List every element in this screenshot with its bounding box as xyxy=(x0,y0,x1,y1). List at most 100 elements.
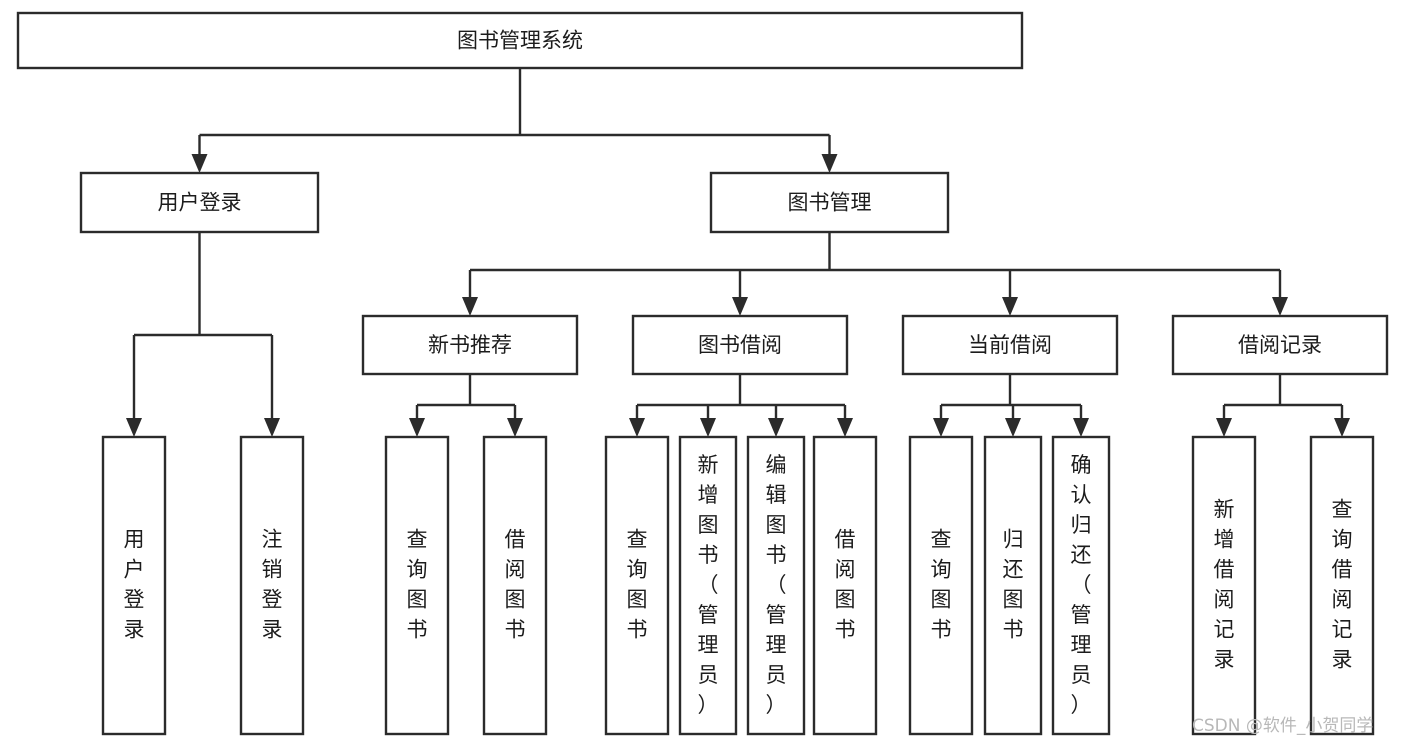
svg-text:书: 书 xyxy=(1003,618,1024,642)
nodes-layer: 图书管理系统用户登录图书管理新书推荐图书借阅当前借阅借阅记录用户登录注销登录查询… xyxy=(16,11,1389,736)
node-box-book-borrow xyxy=(631,314,849,376)
svg-text:询: 询 xyxy=(1332,528,1353,552)
svg-text:归: 归 xyxy=(1003,528,1024,552)
node-box-new-book-rec xyxy=(361,314,579,376)
svg-text:编: 编 xyxy=(766,453,787,477)
arrow-head xyxy=(700,418,716,437)
node-box-leaf-add-book xyxy=(678,435,738,736)
node-root[interactable]: 图书管理系统 xyxy=(16,11,1024,70)
node-label-book-manage: 图书管理 xyxy=(788,191,872,215)
svg-text:记: 记 xyxy=(1332,618,1353,642)
svg-text:借: 借 xyxy=(505,528,526,552)
svg-text:查: 查 xyxy=(931,528,952,552)
node-box-leaf-query-book-2 xyxy=(604,435,670,736)
arrow-head xyxy=(933,418,949,437)
svg-text:图: 图 xyxy=(505,588,526,612)
svg-text:注: 注 xyxy=(262,528,283,552)
node-user-login[interactable]: 用户登录 xyxy=(79,171,320,234)
svg-text:查: 查 xyxy=(407,528,428,552)
svg-text:员: 员 xyxy=(766,663,787,687)
svg-text:询: 询 xyxy=(407,558,428,582)
node-box-leaf-query-record xyxy=(1309,435,1375,736)
node-box-leaf-borrow-book-2 xyxy=(812,435,878,736)
node-label-borrow-record: 借阅记录 xyxy=(1238,333,1322,357)
svg-text:增: 增 xyxy=(698,483,719,507)
node-box-leaf-borrow-book-1 xyxy=(482,435,548,736)
arrow-head xyxy=(1005,418,1021,437)
node-book-manage[interactable]: 图书管理 xyxy=(709,171,950,234)
node-box-leaf-query-book-1 xyxy=(384,435,450,736)
svg-text:书: 书 xyxy=(766,543,787,567)
svg-text:录: 录 xyxy=(1214,648,1235,672)
svg-text:）: ） xyxy=(698,693,719,717)
arrow-head xyxy=(732,297,748,316)
svg-text:登: 登 xyxy=(124,588,145,612)
svg-text:还: 还 xyxy=(1071,543,1092,567)
svg-text:录: 录 xyxy=(262,618,283,642)
csdn-watermark: CSDN @软件_小贺同学 xyxy=(1192,716,1373,736)
node-label-current-borrow: 当前借阅 xyxy=(968,333,1052,357)
svg-text:管: 管 xyxy=(766,603,787,627)
svg-text:登: 登 xyxy=(262,588,283,612)
node-label-new-book-rec: 新书推荐 xyxy=(428,333,512,357)
node-current-borrow[interactable]: 当前借阅 xyxy=(901,314,1119,376)
svg-text:书: 书 xyxy=(931,618,952,642)
svg-text:借: 借 xyxy=(1332,558,1353,582)
arrow-head xyxy=(1216,418,1232,437)
svg-text:图: 图 xyxy=(698,513,719,537)
node-new-book-rec[interactable]: 新书推荐 xyxy=(361,314,579,376)
svg-text:图: 图 xyxy=(931,588,952,612)
arrow-head xyxy=(126,418,142,437)
arrow-head xyxy=(1334,418,1350,437)
svg-text:认: 认 xyxy=(1071,483,1092,507)
node-borrow-record[interactable]: 借阅记录 xyxy=(1171,314,1389,376)
node-box-current-borrow xyxy=(901,314,1119,376)
svg-text:书: 书 xyxy=(627,618,648,642)
node-label-book-borrow: 图书借阅 xyxy=(698,333,782,357)
svg-text:辑: 辑 xyxy=(766,483,787,507)
svg-text:查: 查 xyxy=(1332,498,1353,522)
arrow-head xyxy=(507,418,523,437)
svg-text:阅: 阅 xyxy=(835,558,856,582)
node-book-borrow[interactable]: 图书借阅 xyxy=(631,314,849,376)
arrow-head xyxy=(837,418,853,437)
svg-text:阅: 阅 xyxy=(505,558,526,582)
arrow-head xyxy=(191,154,208,173)
node-box-leaf-edit-book xyxy=(746,435,806,736)
svg-text:管: 管 xyxy=(1071,603,1092,627)
svg-text:归: 归 xyxy=(1071,513,1092,537)
svg-text:图: 图 xyxy=(766,513,787,537)
svg-text:（: （ xyxy=(698,573,719,597)
node-box-book-manage xyxy=(709,171,950,234)
svg-text:图: 图 xyxy=(627,588,648,612)
node-leaf-user-login[interactable]: 用户登录 xyxy=(101,435,167,736)
svg-text:查: 查 xyxy=(627,528,648,552)
node-label-leaf-user-login: 用户登录 xyxy=(124,528,145,642)
svg-text:新: 新 xyxy=(1214,498,1235,522)
svg-text:记: 记 xyxy=(1214,618,1235,642)
svg-text:用: 用 xyxy=(124,528,145,552)
node-box-leaf-return-book xyxy=(983,435,1043,736)
node-label-root: 图书管理系统 xyxy=(457,29,583,53)
